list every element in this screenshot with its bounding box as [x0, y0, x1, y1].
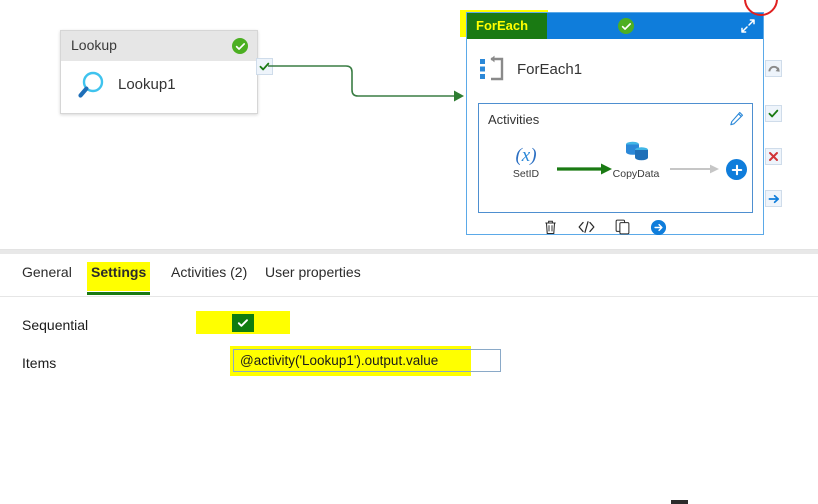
foreach-activity-container[interactable]: ForEach ForEach1 Activities	[466, 12, 764, 235]
lookup-type-label: Lookup	[71, 37, 117, 53]
foreach-activities-panel[interactable]: Activities (x) SetID	[478, 103, 753, 213]
green-check-circle-icon	[618, 18, 634, 34]
lookup-activity-card[interactable]: Lookup Lookup1	[60, 30, 258, 114]
foreach-activity-name: ForEach1	[517, 61, 583, 78]
sequential-field-row: Sequential	[0, 311, 818, 339]
skip-curved-arrow-icon[interactable]	[765, 60, 782, 77]
activity-connector-active	[557, 163, 612, 175]
properties-pane: General Settings Activities (2) User pro…	[0, 256, 818, 408]
foreach-loop-icon	[478, 55, 506, 83]
activity-step-label: CopyData	[612, 168, 660, 180]
arrow-right-circle-icon[interactable]	[650, 219, 667, 236]
foreach-label-highlight	[467, 13, 547, 39]
tab-bar-divider	[0, 296, 818, 297]
trash-icon[interactable]	[542, 219, 559, 236]
green-check-circle-icon	[232, 38, 248, 54]
properties-tab-bar[interactable]: General Settings Activities (2) User pro…	[0, 262, 818, 295]
foreach-type-label: ForEach	[476, 18, 529, 33]
activity-connector-inactive	[670, 164, 719, 174]
items-field-row: Items	[0, 346, 818, 377]
tab-settings-highlight	[87, 262, 151, 291]
horizontal-scrollbar[interactable]	[0, 250, 818, 504]
lookup-success-handle[interactable]	[256, 58, 273, 75]
pencil-icon[interactable]	[729, 111, 744, 126]
activities-panel-label: Activities	[488, 112, 540, 127]
sequential-label: Sequential	[22, 317, 89, 333]
scrollbar-thumb[interactable]	[671, 500, 688, 504]
foreach-toolbar[interactable]	[542, 216, 682, 238]
code-icon[interactable]	[578, 219, 595, 236]
canvas-divider	[0, 249, 818, 250]
tab-general[interactable]: General	[22, 264, 72, 280]
lookup-card-header: Lookup	[61, 31, 257, 61]
set-variable-icon: (x)	[515, 145, 537, 166]
lookup-activity-name: Lookup1	[118, 76, 176, 93]
magnifier-icon	[77, 69, 111, 103]
items-label: Items	[22, 355, 57, 371]
tab-settings-underline	[87, 292, 151, 295]
clone-icon[interactable]	[614, 219, 631, 236]
foreach-card-header: ForEach	[467, 13, 763, 39]
connector-line	[268, 65, 464, 102]
tab-settings[interactable]: Settings	[87, 262, 151, 295]
blue-arrow-icon[interactable]	[765, 190, 782, 207]
collapse-expand-icon[interactable]	[739, 17, 757, 35]
pipeline-canvas[interactable]: Lookup Lookup1 ForEach	[0, 0, 818, 250]
sequential-checkbox[interactable]	[232, 314, 254, 332]
tab-activities[interactable]: Activities (2)	[171, 264, 248, 280]
red-x-icon[interactable]	[765, 148, 782, 165]
lookup-card-body: Lookup1	[61, 61, 257, 112]
green-check-icon[interactable]	[765, 105, 782, 122]
add-activity-button[interactable]	[726, 159, 747, 180]
tab-user-properties[interactable]: User properties	[265, 264, 361, 280]
copy-data-icon	[620, 138, 652, 166]
items-input[interactable]	[233, 349, 501, 372]
activity-step-label: SetID	[512, 168, 540, 180]
